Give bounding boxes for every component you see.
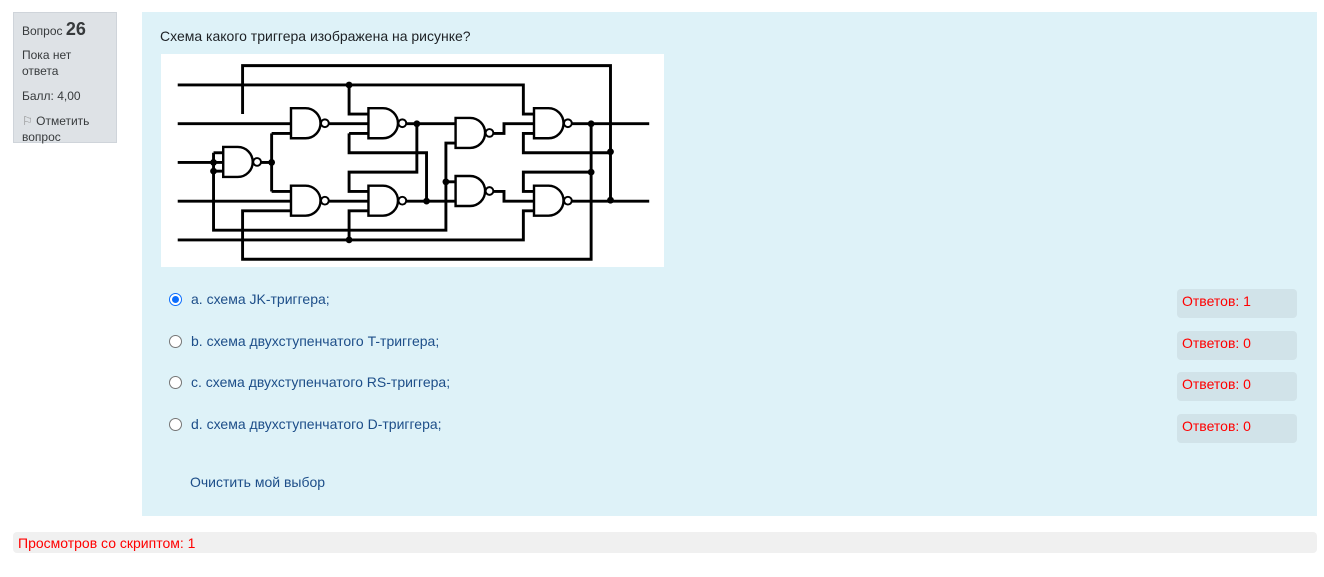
wire [241,64,612,201]
inverter-bubble [320,195,330,206]
answer-option-c[interactable]: c. схема двухступенчатого RS-триггера; [169,374,450,390]
junction-dot [607,148,614,156]
wire [521,131,611,155]
nand-gate [454,116,487,150]
nand-gate [532,107,565,140]
wire [489,122,535,135]
inverter-bubble [563,195,573,206]
answer-option-d[interactable]: d. схема двухступенчатого D-триггера; [169,416,442,432]
junction-dot [607,196,614,204]
radio-b[interactable] [169,334,182,348]
answer-count-b: Ответов: 0 [1177,331,1297,360]
inverter-bubble [484,186,495,196]
junction-dot [268,159,276,166]
junction-dot [587,120,595,128]
inverter-bubble [563,118,573,129]
wire [489,190,535,203]
wire [241,123,593,261]
nand-gate [367,184,400,217]
junction-dot [442,178,450,186]
wire [347,209,369,240]
question-status: Пока нет ответа [22,48,72,78]
question-text: Схема какого триггера изображена на рису… [160,28,471,44]
question-score: Балл: 4,00 [22,89,81,103]
wire [347,123,419,193]
inverter-bubble [484,128,495,138]
wire [347,133,428,202]
inverter-bubble [252,157,262,167]
wire [521,170,592,193]
answer-option-b[interactable]: b. схема двухступенчатого T-триггера; [169,333,439,349]
junction-dot [423,197,430,205]
nand-gate [289,107,322,140]
junction-dot [345,236,353,244]
circuit-diagram [177,64,650,261]
nand-gate [289,184,322,217]
answer-option-a[interactable]: a. схема JK-триггера; [169,291,330,307]
inverter-bubble [320,118,330,129]
radio-c[interactable] [169,375,182,389]
answer-count-a: Ответов: 1 [1177,289,1297,318]
wire [212,141,456,232]
wire [177,83,535,116]
inverter-bubble [397,195,408,206]
nand-gate [367,107,400,140]
junction-dot [210,167,217,175]
flag-icon: ⚐ [22,114,33,128]
clear-choice-link[interactable]: Очистить мой выбор [190,474,326,490]
radio-a[interactable] [169,292,182,306]
question-info: Вопрос 26 Пока нет ответа Балл: 4,00 ⚐ О… [13,12,117,144]
junction-dot [345,81,353,89]
nand-gate [454,174,487,208]
junction-dot [587,168,595,176]
question-number: Вопрос 26 [22,19,86,39]
junction-dot [210,159,217,166]
question-content: Схема какого триггера изображена на рису… [142,12,1317,516]
wire [177,209,535,242]
nand-gate [222,145,254,179]
inverter-bubble [397,118,408,129]
script-views-counter: Просмотров со скриптом: 1 [13,532,1317,553]
circuit-diagram-image [161,54,664,267]
wire [347,84,369,116]
nand-gate [532,184,565,217]
answer-count-d: Ответов: 0 [1177,414,1297,443]
radio-d[interactable] [169,417,182,431]
answer-count-c: Ответов: 0 [1177,372,1297,401]
flag-question-button[interactable]: ⚐ Отметить вопрос [22,114,90,144]
junction-dot [413,120,421,128]
